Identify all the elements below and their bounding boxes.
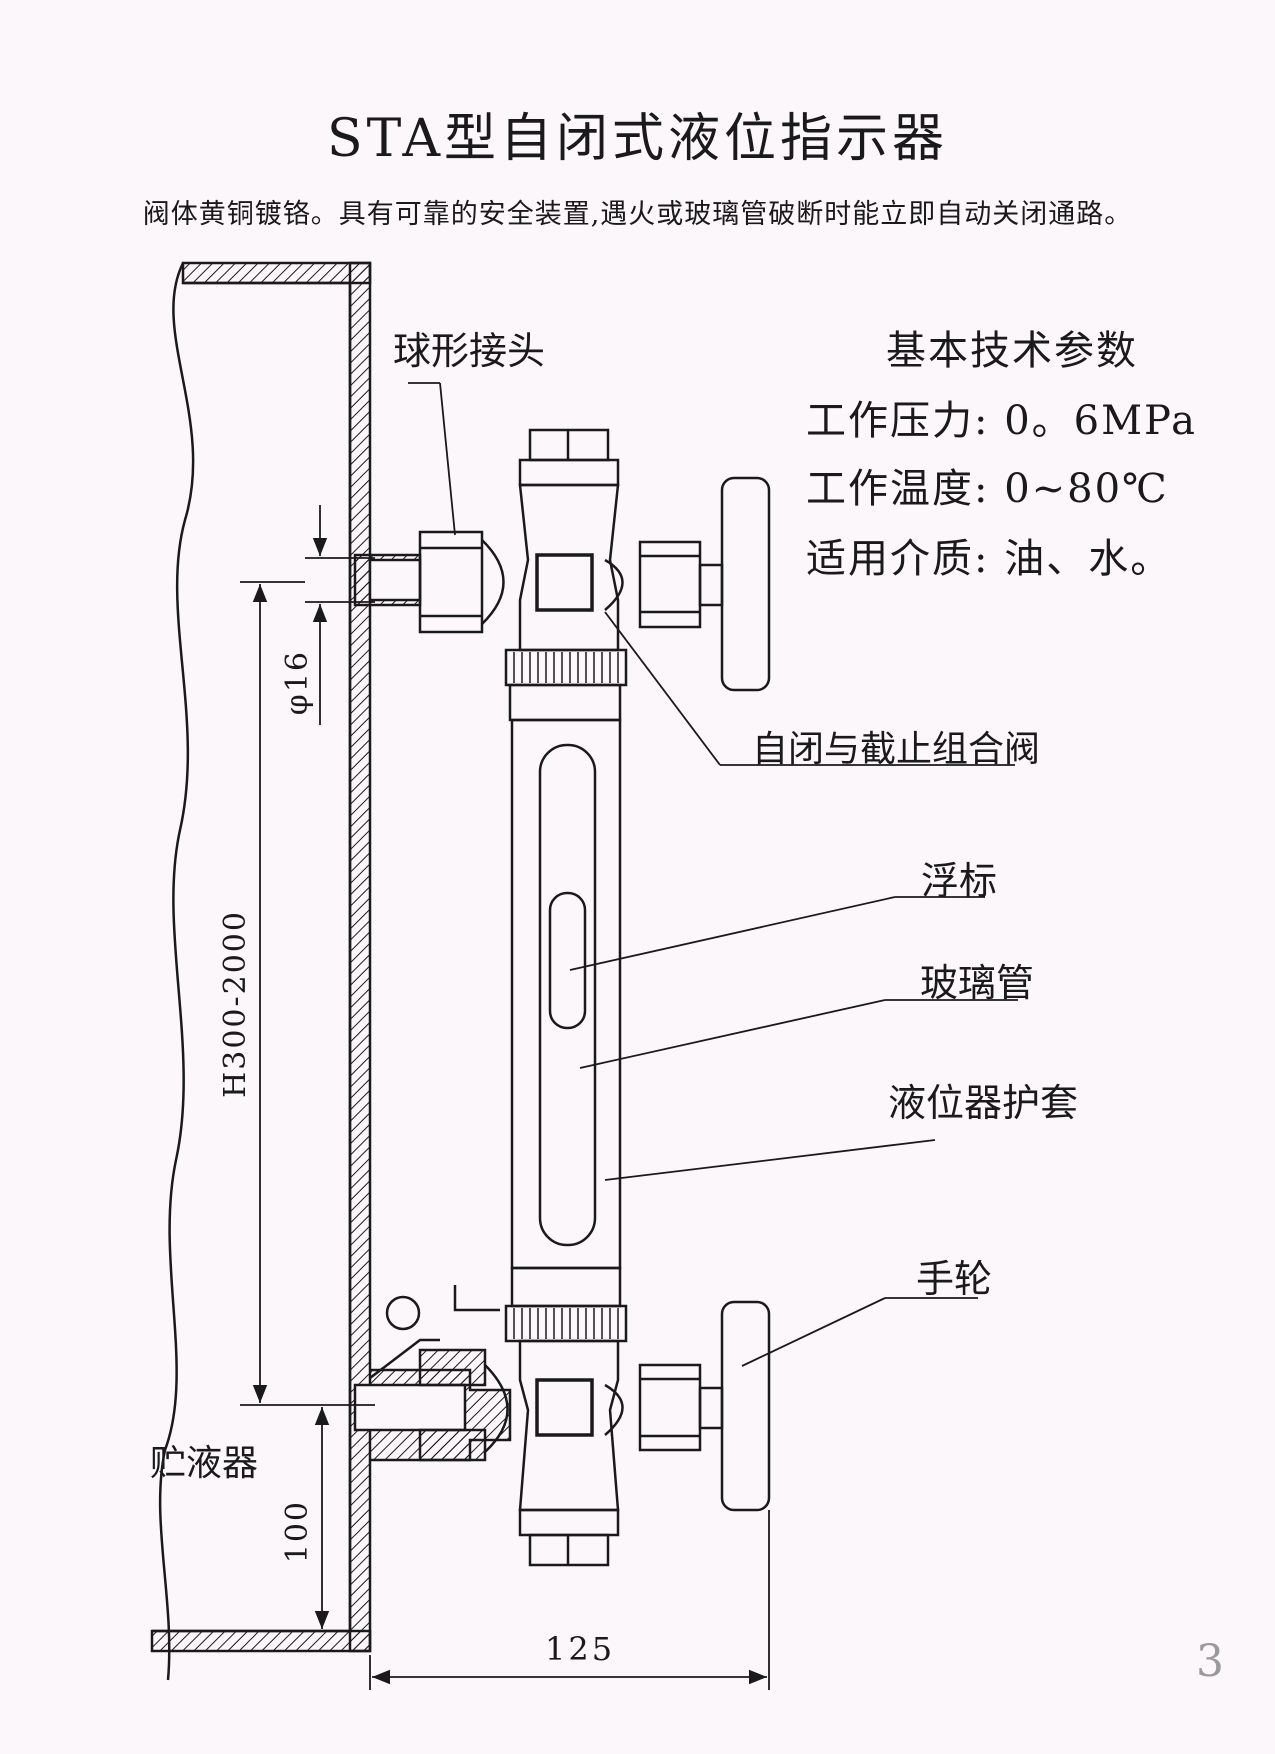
description-text: 阀体黄铜镀铬。具有可靠的安全装置,遇火或玻璃管破断时能立即自动关闭通路。	[142, 199, 1133, 230]
top-handwheel	[720, 476, 771, 692]
dim-bottom-offset: 100	[280, 1500, 315, 1564]
dim-height-range: H300-2000	[218, 910, 253, 1098]
reservoir-top-wall	[181, 261, 372, 285]
tube-guard	[508, 683, 622, 722]
reservoir-break-line	[158, 262, 195, 1681]
label-guard: 液位器护套	[888, 1081, 1079, 1125]
reservoir-bottom-wall	[150, 1629, 372, 1653]
top-ball-joint	[418, 530, 484, 634]
label-combo-valve: 自闭与截止组合阀	[752, 729, 1041, 770]
top-valve-body	[518, 483, 620, 652]
label-float: 浮标	[921, 859, 998, 903]
top-collar	[504, 648, 628, 687]
detail-circle	[385, 1295, 421, 1331]
glass-tube	[538, 743, 597, 1247]
dim-pipe-diameter: φ16	[280, 650, 315, 716]
label-glass-tube: 玻璃管	[920, 961, 1035, 1005]
label-reservoir: 贮液器	[150, 1443, 259, 1484]
label-handwheel: 手轮	[916, 1257, 993, 1301]
page-title: STA型自闭式液位指示器	[326, 109, 949, 169]
spec-medium: 适用介质: 油、水。	[806, 536, 1173, 582]
label-ball-joint: 球形接头	[393, 329, 546, 373]
specs-heading: 基本技术参数	[886, 328, 1138, 374]
spec-temperature: 工作温度: 0~80℃	[806, 466, 1169, 512]
page-number: 3	[1196, 1636, 1224, 1687]
bottom-collar	[504, 1304, 628, 1343]
bottom-valve-body	[518, 1339, 620, 1512]
float	[548, 891, 587, 1030]
bottom-handwheel	[720, 1300, 771, 1512]
spec-pressure: 工作压力: 0。6MPa	[806, 398, 1198, 444]
dim-width: 125	[545, 1630, 616, 1668]
reservoir-side-wall	[348, 261, 372, 1653]
bottom-ball-joint	[418, 1348, 487, 1387]
